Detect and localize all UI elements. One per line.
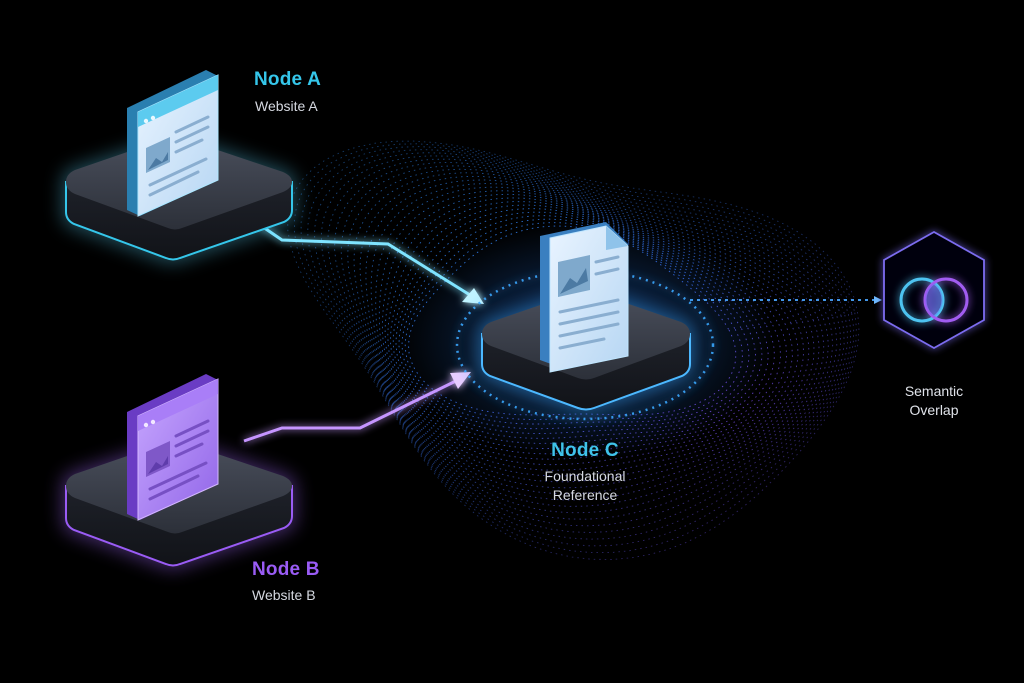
- node-c-title: Node C: [551, 440, 619, 461]
- field-contour: [300, 146, 855, 547]
- node-a-website-icon: [127, 70, 219, 217]
- overlap-label-line1: Semantic: [904, 383, 964, 399]
- node-a: [62, 70, 296, 264]
- node-c-subtitle-line1: Foundational: [544, 468, 626, 484]
- field-contour: [340, 165, 834, 507]
- field-contour: [307, 149, 852, 540]
- node-c: [455, 222, 715, 421]
- node-a-subtitle: Website A: [255, 98, 318, 114]
- field-contour: [365, 179, 815, 483]
- field-contour: [287, 140, 860, 560]
- semantic-overlap: [883, 230, 985, 350]
- overlap-label-line2: Overlap: [909, 402, 959, 418]
- field-contour: [347, 168, 829, 501]
- field-contour: [375, 186, 804, 471]
- venn-overlap-icon: [899, 277, 969, 323]
- node-a-title: Node A: [254, 69, 321, 90]
- field-contour: [293, 143, 857, 554]
- node-b-subtitle: Website B: [252, 587, 316, 603]
- field-contour: [359, 175, 820, 489]
- field-contour: [370, 183, 810, 477]
- field-contour: [353, 172, 825, 495]
- node-b: [62, 374, 296, 570]
- connector-b-to-c: [243, 372, 471, 443]
- node-b-title: Node B: [252, 559, 320, 580]
- connector-c-to-overlap: [690, 296, 882, 304]
- node-c-subtitle-line2: Reference: [552, 487, 618, 503]
- node-c-document-icon: [540, 222, 629, 373]
- node-b-website-icon: [127, 374, 219, 521]
